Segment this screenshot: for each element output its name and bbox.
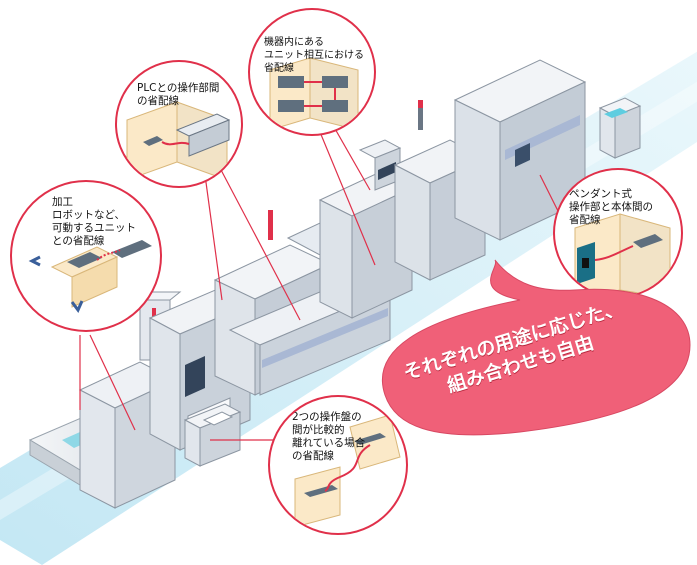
control-panel-bottom [183,403,242,467]
callout-distant-text: 2つの操作盤の 間が比較的 離れている場合 の省配線 [292,411,366,462]
callout-pendant-text: ペンダント式 操作部と本体間の 省配線 [569,188,653,226]
callout-connectors [79,119,571,441]
distant-panel-wiring-illustration [294,414,401,528]
arrow-icon [70,300,84,313]
plc-wiring-illustration [126,101,231,181]
machine-right-large [453,59,587,241]
callout-robot-text: 加工 ロボットなど、 可動するユニット との省配線 [52,196,136,247]
arrow-icon [28,255,41,267]
callout-robot: 加工 ロボットなど、 可動するユニット との省配線 [10,180,162,332]
pendant-wiring-illustration [574,213,671,296]
callout-internal: 機器内にある ユニット相互における 省配線 [248,8,376,136]
callout-distant: 2つの操作盤の 間が比較的 離れている場合 の省配線 [268,395,408,535]
callout-internal-text: 機器内にある ユニット相互における 省配線 [264,37,364,74]
callout-pendant: ペンダント式 操作部と本体間の 省配線 [553,168,683,298]
internal-wiring-illustration [269,57,359,131]
callout-plc: PLCとの操作部間 の省配線 [115,60,243,188]
pendant-box [598,97,642,159]
callout-plc-text: PLCとの操作部間 の省配線 [137,82,220,107]
robot-wiring-illustration [28,240,152,313]
